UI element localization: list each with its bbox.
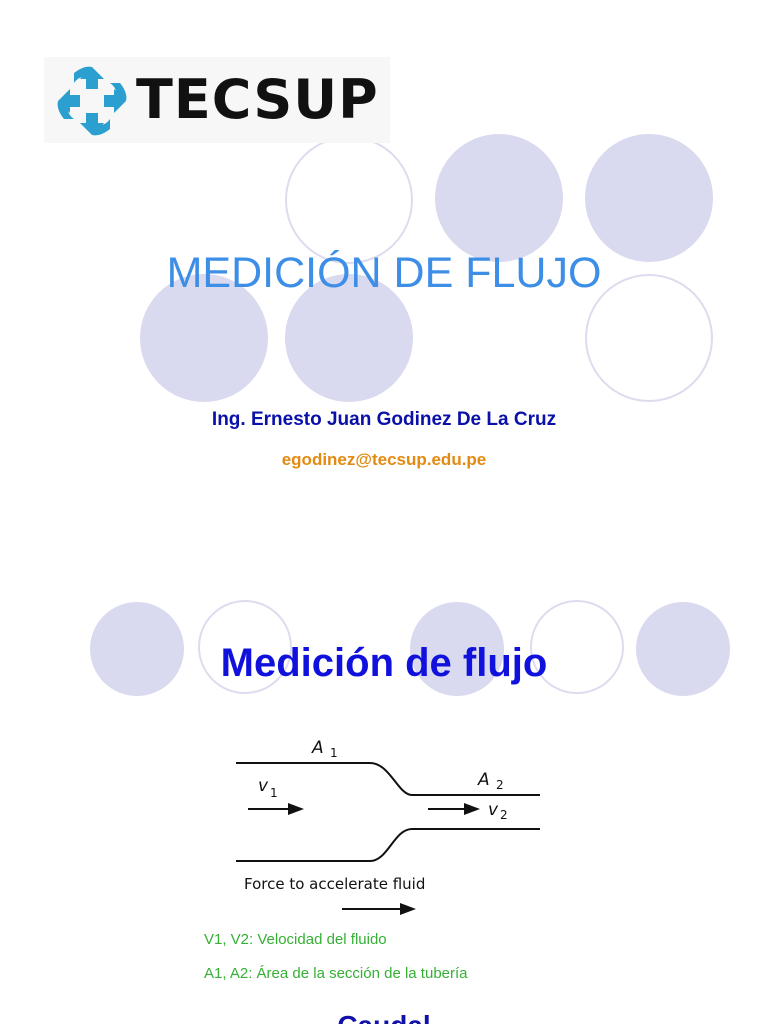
label-a1: A [311, 738, 324, 758]
logo-wordmark: TECSUP [136, 68, 379, 131]
decor-circle [140, 274, 268, 402]
label-a2-sub: 2 [496, 778, 504, 792]
decor-circle [285, 136, 413, 264]
decor-circle [198, 600, 292, 694]
label-v1-sub: 1 [270, 786, 278, 800]
author-name: Ing. Ernesto Juan Godinez De La Cruz [211, 409, 557, 430]
decor-circle [530, 600, 624, 694]
slide-title: Medición de flujo [220, 641, 548, 685]
diagram-caption: Force to accelerate fluid [244, 875, 425, 893]
flow-diagram: A 1 A 2 v 1 v 2 Force to accelerate flui… [236, 738, 540, 915]
content-slide: Medición de flujo A 1 A 2 v 1 v 2 Force … [0, 560, 768, 1024]
legend-velocity: V1, V2: Velocidad del fluido [204, 931, 387, 948]
decor-circle [90, 602, 184, 696]
label-v2-sub: 2 [500, 808, 508, 822]
label-a1-sub: 1 [330, 746, 338, 760]
decor-circle [585, 274, 713, 402]
pipe-lower-wall [236, 828, 540, 862]
label-v2: v [488, 800, 499, 820]
label-a2: A [477, 770, 490, 790]
presentation-title: MEDICIÓN DE FLUJO [166, 249, 602, 297]
decor-circle [636, 602, 730, 696]
title-slide: TECSUP MEDICIÓN DE FLUJO Ing. Ernesto Ju… [44, 57, 713, 469]
decor-circle [285, 274, 413, 402]
label-v1: v [258, 776, 269, 796]
recycle-arrows-icon [57, 66, 127, 136]
tecsup-logo: TECSUP [44, 57, 390, 143]
next-heading-partial: Caudal [0, 1010, 768, 1024]
decor-circle [585, 134, 713, 262]
legend-area: A1, A2: Área de la sección de la tubería [204, 965, 468, 982]
author-email[interactable]: egodinez@tecsup.edu.pe [281, 450, 487, 469]
pipe-upper-wall [236, 762, 540, 796]
decor-circle [410, 602, 504, 696]
decor-circle [435, 134, 563, 262]
